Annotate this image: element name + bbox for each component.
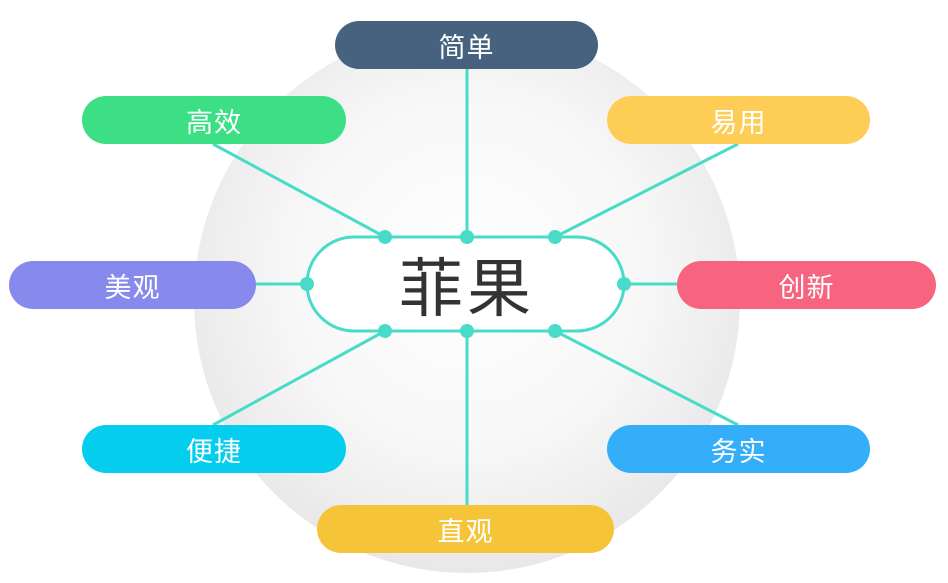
anchor-dot-bottom xyxy=(460,324,474,338)
node-bottom-right[interactable]: 务实 xyxy=(607,425,870,473)
anchor-dot-right xyxy=(617,277,631,291)
connector-top-left xyxy=(212,142,386,239)
node-top-right[interactable]: 易用 xyxy=(607,96,870,144)
connector-bottom-left xyxy=(212,329,386,427)
node-bottom[interactable]: 直观 xyxy=(317,505,614,553)
anchor-dot-bottom-right xyxy=(548,324,562,338)
connector-top-right xyxy=(554,142,739,239)
anchor-dot-bottom-left xyxy=(378,324,392,338)
node-bottom-label: 直观 xyxy=(437,516,494,548)
node-top-left-label: 高效 xyxy=(186,107,242,139)
node-top-right-label: 易用 xyxy=(710,107,767,139)
node-bottom-right-label: 务实 xyxy=(710,436,767,468)
node-left[interactable]: 美观 xyxy=(9,261,256,309)
node-top-label: 简单 xyxy=(438,32,495,64)
anchor-dot-top xyxy=(460,230,474,244)
node-top-left[interactable]: 高效 xyxy=(82,96,346,144)
node-bottom-left[interactable]: 便捷 xyxy=(82,425,346,473)
anchor-dot-top-right xyxy=(548,230,562,244)
center-node-label: 菲果 xyxy=(399,253,535,327)
anchor-dot-top-left xyxy=(378,230,392,244)
node-right-label: 创新 xyxy=(778,272,835,304)
node-top[interactable]: 简单 xyxy=(335,21,598,69)
node-left-label: 美观 xyxy=(104,272,161,304)
anchor-dot-left xyxy=(300,277,314,291)
connector-bottom-right xyxy=(554,329,739,427)
node-bottom-left-label: 便捷 xyxy=(186,436,242,468)
node-right[interactable]: 创新 xyxy=(677,261,936,309)
